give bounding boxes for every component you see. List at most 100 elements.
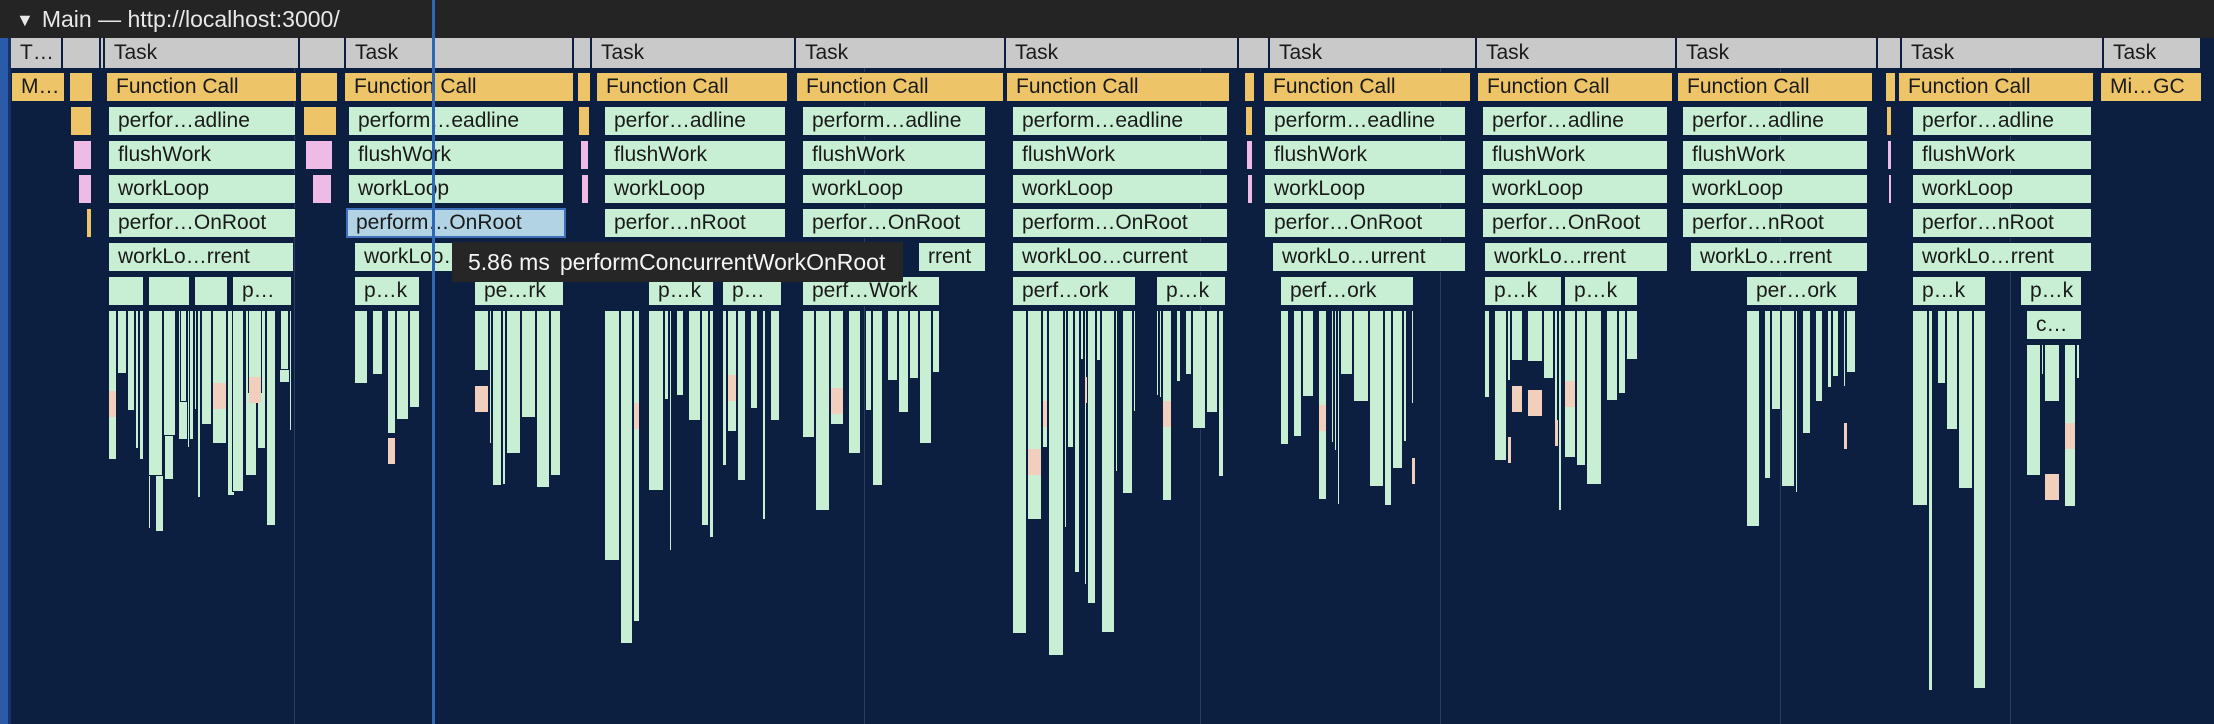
call-frame[interactable]: flushWork: [1264, 140, 1466, 170]
task-block[interactable]: [63, 38, 101, 68]
call-frame[interactable]: [396, 310, 409, 420]
call-frame[interactable]: [2076, 344, 2080, 379]
call-frame[interactable]: perfor…OnRoot: [802, 208, 986, 238]
call-frame[interactable]: flushWork: [1682, 140, 1868, 170]
call-frame[interactable]: [127, 310, 135, 411]
call-frame[interactable]: workLoop: [1012, 174, 1228, 204]
gc-frame[interactable]: [1319, 405, 1326, 431]
call-frame[interactable]: [1928, 310, 1933, 691]
call-frame[interactable]: [1027, 310, 1042, 520]
task-block[interactable]: Task: [1902, 38, 2104, 68]
task-block[interactable]: [101, 38, 105, 68]
call-frame[interactable]: [1511, 310, 1523, 361]
function-call-block[interactable]: Function Call: [1006, 72, 1230, 102]
call-frame[interactable]: [1096, 310, 1101, 361]
call-frame[interactable]: per…ork: [1746, 276, 1858, 306]
gc-frame[interactable]: [249, 377, 261, 403]
call-frame[interactable]: [1185, 310, 1192, 375]
gc-frame[interactable]: [213, 383, 226, 409]
call-frame[interactable]: [108, 310, 117, 460]
gc-frame[interactable]: [1528, 390, 1542, 416]
function-call-block[interactable]: M…: [11, 72, 65, 102]
call-frame[interactable]: [1843, 310, 1846, 387]
task-block[interactable]: Task: [1477, 38, 1677, 68]
call-frame[interactable]: p…k: [1912, 276, 1986, 306]
function-call-block[interactable]: Mi…GC: [2100, 72, 2202, 102]
gc-frame[interactable]: [1085, 377, 1088, 403]
call-frame[interactable]: [1192, 310, 1206, 429]
gc-block[interactable]: [73, 140, 92, 170]
call-frame[interactable]: [802, 310, 815, 438]
call-frame[interactable]: [909, 310, 919, 379]
gc-frame[interactable]: [475, 386, 488, 412]
call-frame[interactable]: [1626, 310, 1638, 360]
gc-block[interactable]: [78, 174, 92, 204]
call-frame[interactable]: perform…OnRoot: [1012, 208, 1228, 238]
call-frame[interactable]: [1133, 310, 1136, 412]
gc-block[interactable]: [581, 174, 589, 204]
call-frame[interactable]: [1206, 310, 1218, 413]
call-frame[interactable]: [1384, 310, 1392, 506]
gc-block[interactable]: [1888, 174, 1892, 204]
call-frame[interactable]: perfor…OnRoot: [1482, 208, 1668, 238]
call-frame[interactable]: workLo…rrent: [1484, 242, 1668, 272]
call-frame[interactable]: [1815, 310, 1823, 402]
call-frame[interactable]: [1937, 310, 1946, 384]
function-call-block[interactable]: [69, 72, 93, 102]
gc-frame[interactable]: [728, 375, 736, 401]
call-frame[interactable]: [163, 310, 176, 436]
gc-block[interactable]: [305, 140, 333, 170]
call-frame[interactable]: [1543, 310, 1554, 379]
call-frame[interactable]: workLoop: [108, 174, 296, 204]
call-frame[interactable]: perfor…nRoot: [1682, 208, 1868, 238]
call-frame[interactable]: perform…eadline: [1264, 106, 1466, 136]
function-call-block[interactable]: [1245, 106, 1253, 136]
function-call-block[interactable]: [1886, 106, 1892, 136]
gc-frame[interactable]: [2065, 423, 2075, 449]
function-call-block[interactable]: Function Call: [796, 72, 1004, 102]
call-frame[interactable]: [688, 310, 701, 421]
call-frame[interactable]: [1846, 310, 1856, 373]
call-frame[interactable]: p…k: [1564, 276, 1638, 306]
call-frame[interactable]: [1771, 310, 1781, 410]
call-frame[interactable]: [1048, 310, 1064, 656]
call-frame[interactable]: workLo…rrent: [108, 242, 294, 272]
call-frame[interactable]: [387, 310, 396, 434]
call-frame[interactable]: [1331, 310, 1334, 443]
call-frame[interactable]: [1087, 310, 1096, 604]
call-frame[interactable]: rrent: [918, 242, 986, 272]
call-frame[interactable]: [1827, 310, 1832, 388]
call-frame[interactable]: [676, 310, 684, 396]
task-block[interactable]: [1878, 38, 1902, 68]
gc-frame[interactable]: [109, 391, 116, 417]
call-frame[interactable]: [1527, 310, 1543, 362]
call-frame[interactable]: perform…adline: [802, 106, 986, 136]
task-block[interactable]: T…: [11, 38, 63, 68]
call-frame[interactable]: flushWork: [1012, 140, 1228, 170]
task-block[interactable]: Task: [1006, 38, 1239, 68]
call-frame[interactable]: [669, 310, 672, 551]
call-frame[interactable]: [701, 310, 709, 526]
call-frame[interactable]: [1115, 310, 1118, 472]
call-frame[interactable]: [770, 310, 780, 421]
call-frame[interactable]: flushWork: [1912, 140, 2092, 170]
call-frame[interactable]: [1353, 310, 1369, 402]
call-frame[interactable]: [1795, 310, 1798, 493]
call-frame[interactable]: [2044, 344, 2060, 402]
gc-frame[interactable]: [388, 438, 395, 464]
call-frame[interactable]: workLoop: [1682, 174, 1868, 204]
call-frame[interactable]: flushWork: [108, 140, 296, 170]
task-block[interactable]: [300, 38, 346, 68]
call-frame[interactable]: [1912, 310, 1928, 506]
call-frame[interactable]: perfor…nRoot: [604, 208, 786, 238]
function-call-block[interactable]: [1885, 72, 1896, 102]
call-frame[interactable]: [2026, 344, 2041, 476]
call-frame[interactable]: perfor…nRoot: [1912, 208, 2092, 238]
call-frame[interactable]: [1958, 310, 1973, 489]
call-frame[interactable]: [1946, 310, 1958, 430]
call-frame[interactable]: perf…ork: [1012, 276, 1136, 306]
call-frame[interactable]: [197, 310, 201, 498]
gc-block[interactable]: [1887, 140, 1892, 170]
call-frame[interactable]: [1122, 310, 1133, 494]
call-frame[interactable]: [1080, 310, 1084, 360]
